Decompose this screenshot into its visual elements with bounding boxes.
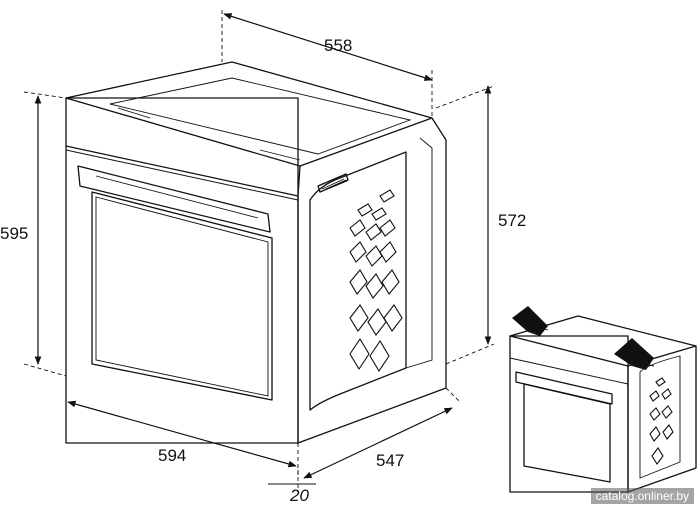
watermark: catalog.onliner.by <box>590 488 694 504</box>
install-door <box>523 383 611 483</box>
install-vent-pattern <box>649 377 674 465</box>
dimension-labels: 558 595 572 594 547 20 <box>0 36 526 505</box>
dim-height-side: 572 <box>498 211 526 230</box>
oven-handle <box>77 165 271 233</box>
oven-door-glass <box>91 191 273 401</box>
dim-offset: 20 <box>289 486 309 505</box>
hand-install-icon <box>614 338 654 370</box>
side-vent-strip <box>317 173 349 193</box>
dimension-lines <box>23 10 495 490</box>
control-strip <box>65 145 299 197</box>
hand-install-icon <box>512 306 548 336</box>
install-handle <box>515 371 613 405</box>
dim-depth: 547 <box>376 451 404 470</box>
front-panel <box>65 97 299 444</box>
dim-height-front: 595 <box>0 224 28 243</box>
main-oven <box>65 61 447 444</box>
dim-width-front: 594 <box>158 446 186 465</box>
install-oven <box>509 306 697 493</box>
top-surface <box>65 61 433 167</box>
vent-pattern <box>349 189 403 373</box>
dim-top-width: 558 <box>324 36 352 55</box>
